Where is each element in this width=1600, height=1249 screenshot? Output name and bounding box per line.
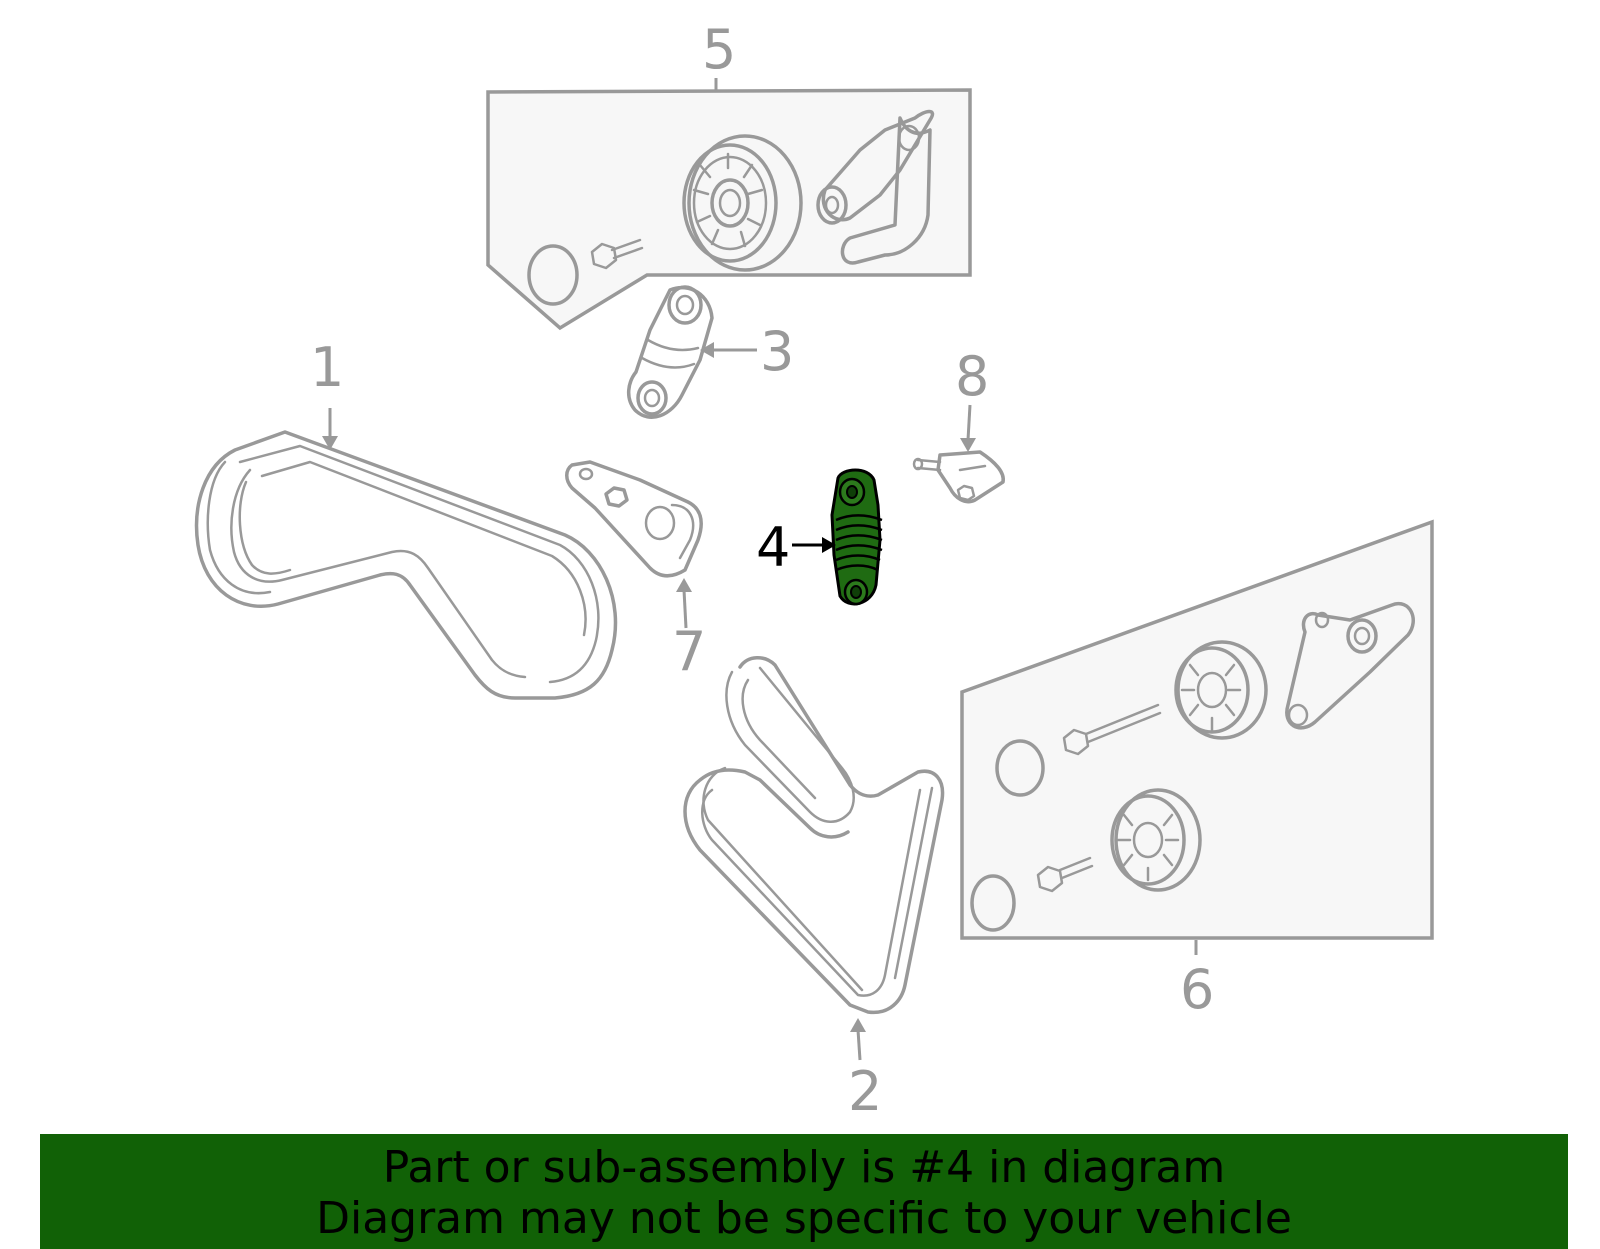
callout-labels: 5 1 3 8 4 7 6 2: [310, 18, 1214, 1123]
part-8-small-bracket[interactable]: [912, 450, 1005, 504]
callout-6: 6: [1180, 958, 1214, 1021]
part-3-belt-tensioner[interactable]: [627, 285, 714, 419]
leader-lines: [322, 78, 1198, 1061]
part-4-tensioner-damper[interactable]: [830, 468, 883, 606]
callout-3: 3: [760, 320, 794, 383]
part-2-accessory-belt[interactable]: [683, 656, 945, 1015]
banner-line-2: Diagram may not be specific to your vehi…: [316, 1193, 1292, 1244]
info-banner: Part or sub-assembly is #4 in diagram Di…: [40, 1134, 1568, 1249]
banner-line-1: Part or sub-assembly is #4 in diagram: [382, 1142, 1226, 1193]
callout-2: 2: [848, 1060, 882, 1123]
part-7-mounting-bracket[interactable]: [565, 460, 703, 578]
part-6-pulley-assembly-kit[interactable]: [960, 519, 1434, 940]
callout-4: 4: [756, 516, 790, 579]
callout-1: 1: [310, 336, 344, 399]
callout-7: 7: [672, 620, 706, 683]
part-1-serpentine-belt[interactable]: [194, 430, 618, 700]
callout-5: 5: [702, 18, 736, 81]
callout-8: 8: [955, 345, 989, 408]
part-5-tensioner-assembly-kit[interactable]: [486, 88, 972, 331]
